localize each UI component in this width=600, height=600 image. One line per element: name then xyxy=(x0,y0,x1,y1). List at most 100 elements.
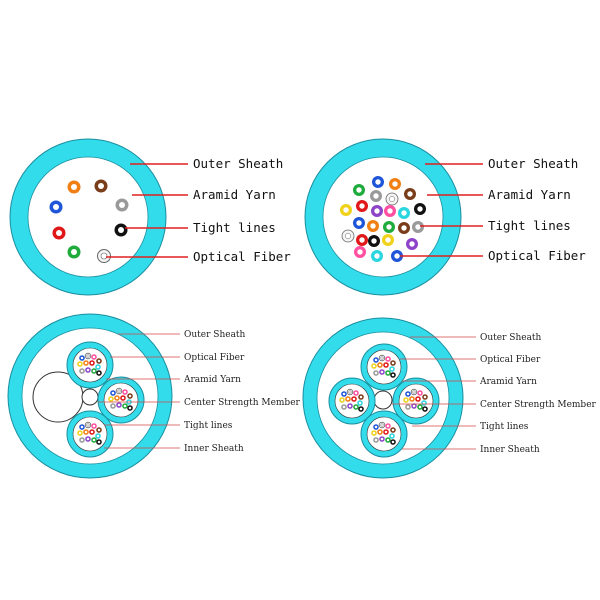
fiber xyxy=(409,396,415,402)
fiber-core xyxy=(348,390,352,394)
fiber-core xyxy=(86,437,90,441)
fiber-core xyxy=(380,356,384,360)
fiber xyxy=(378,421,386,429)
fiber xyxy=(95,433,101,439)
fiber xyxy=(383,362,389,368)
label-optical-fiber: Optical Fiber xyxy=(193,249,291,264)
fiber-core xyxy=(71,249,77,255)
fiber-core xyxy=(98,183,104,189)
fiber xyxy=(83,429,89,435)
fiber-core xyxy=(56,230,62,236)
fiber xyxy=(398,207,410,219)
cable-4: Outer Sheath Optical Fiber Aramid Yarn C… xyxy=(302,317,597,479)
fiber xyxy=(405,404,411,410)
fiber-core xyxy=(374,253,380,259)
leader-lines xyxy=(392,336,476,450)
label-outer-sheath: Outer Sheath xyxy=(184,330,246,340)
label-inner-sheath: Inner Sheath xyxy=(480,445,540,455)
fiber-core xyxy=(71,184,77,190)
fiber xyxy=(382,234,394,246)
fiber xyxy=(341,391,347,397)
fiber-core xyxy=(80,369,84,373)
fiber-core xyxy=(401,225,407,231)
fiber-core xyxy=(356,220,362,226)
fiber-core xyxy=(380,423,384,427)
fiber-core xyxy=(343,207,349,213)
fiber-core xyxy=(394,253,400,259)
fiber xyxy=(345,396,351,402)
fiber-core xyxy=(354,405,358,409)
fiber-core xyxy=(359,203,365,209)
fiber-core xyxy=(97,359,101,363)
fiber-core xyxy=(358,401,362,405)
fiber xyxy=(353,184,365,196)
fiber xyxy=(95,364,101,370)
fiber xyxy=(89,360,95,366)
fiber-core xyxy=(111,391,115,395)
fiber-core xyxy=(423,407,427,411)
fiber xyxy=(422,394,428,400)
fiber xyxy=(353,390,359,396)
fiber xyxy=(91,368,97,374)
fiber xyxy=(385,192,399,206)
label-tight-lines: Tight lines xyxy=(480,422,529,432)
fiber xyxy=(390,360,396,366)
fiber xyxy=(79,437,85,443)
fiber xyxy=(110,390,116,396)
fiber-core xyxy=(84,361,88,365)
fiber xyxy=(384,205,396,217)
fiber-core xyxy=(391,361,395,365)
fiber-core xyxy=(417,206,423,212)
fiber xyxy=(373,424,379,430)
sub-unit xyxy=(97,376,145,424)
sub-unit xyxy=(360,343,408,391)
fiber xyxy=(398,222,410,234)
fiber xyxy=(358,406,364,412)
fiber xyxy=(358,394,364,400)
fiber-core xyxy=(392,181,398,187)
fiber-core xyxy=(97,371,101,375)
cable-2: Outer Sheath Aramid Yarn Tight lines Opt… xyxy=(304,138,586,296)
fiber xyxy=(96,358,102,364)
fiber-core xyxy=(346,397,350,401)
fiber xyxy=(412,221,424,233)
fiber-core xyxy=(418,391,422,395)
fiber xyxy=(108,396,114,402)
label-outer-sheath: Outer Sheath xyxy=(193,156,283,171)
fiber xyxy=(417,390,423,396)
fiber-core xyxy=(53,204,59,210)
fiber-core xyxy=(384,430,388,434)
fiber-core xyxy=(117,389,121,393)
fiber xyxy=(122,403,128,409)
fiber xyxy=(353,217,365,229)
label-optical-fiber: Optical Fiber xyxy=(480,355,541,365)
fiber xyxy=(410,388,418,396)
fiber xyxy=(127,405,133,411)
fiber-core xyxy=(86,354,90,358)
fiber-core xyxy=(121,396,125,400)
fiber xyxy=(389,366,395,372)
fiber-core xyxy=(404,398,408,402)
fiber xyxy=(421,400,427,406)
fiber xyxy=(114,395,120,401)
fiber-core xyxy=(374,438,378,442)
fiber xyxy=(379,436,385,442)
fiber-core xyxy=(80,425,84,429)
fiber-core xyxy=(389,196,395,202)
cable-3: Outer Sheath Optical Fiber Aramid Yarn C… xyxy=(7,313,301,479)
fiber xyxy=(110,403,116,409)
fiber xyxy=(353,404,359,410)
fiber-core xyxy=(97,428,101,432)
fiber-core xyxy=(352,397,356,401)
fiber-core xyxy=(115,396,119,400)
fiber xyxy=(371,205,383,217)
fiber-core xyxy=(84,430,88,434)
tight-buffer-fibers xyxy=(49,179,129,263)
fiber xyxy=(89,429,95,435)
fiber xyxy=(127,393,133,399)
fiber xyxy=(373,370,379,376)
fiber xyxy=(415,396,421,402)
label-tight-lines: Tight lines xyxy=(193,220,276,235)
